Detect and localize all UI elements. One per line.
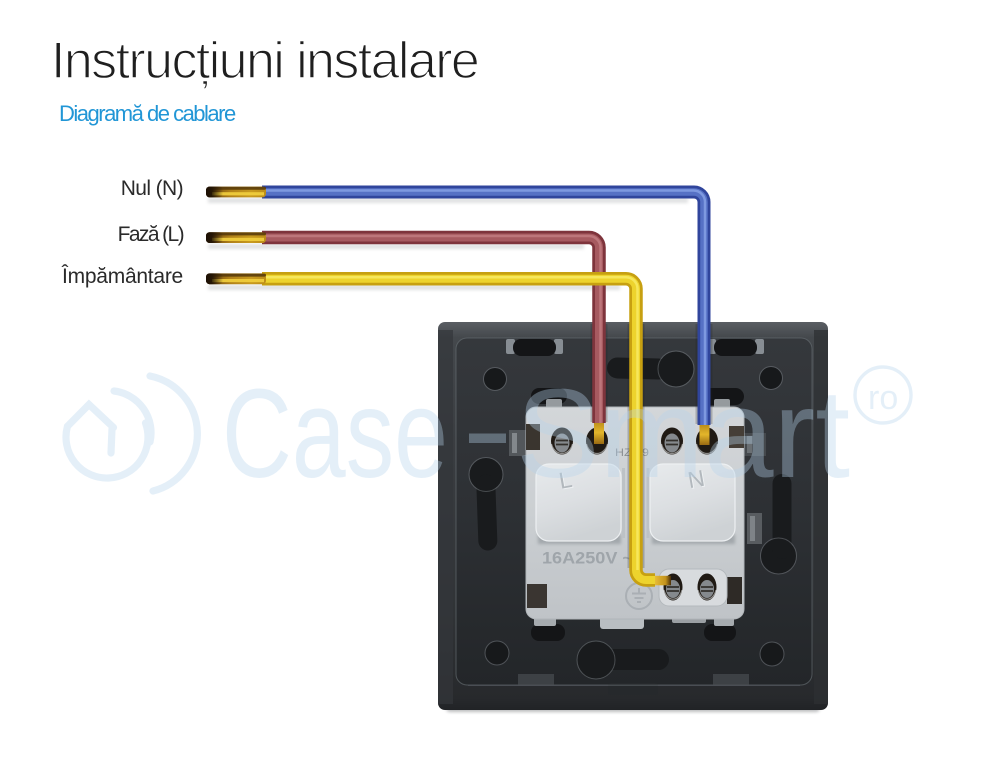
- svg-text:16A250V ~: 16A250V ~: [542, 549, 633, 568]
- svg-text:L: L: [557, 466, 574, 494]
- svg-text:N: N: [687, 466, 708, 494]
- svg-text:N: N: [686, 465, 707, 493]
- svg-text:Smart: Smart: [516, 363, 850, 504]
- svg-text:Case: Case: [222, 363, 448, 504]
- svg-text:ro: ro: [868, 379, 898, 417]
- svg-text:L: L: [558, 467, 575, 495]
